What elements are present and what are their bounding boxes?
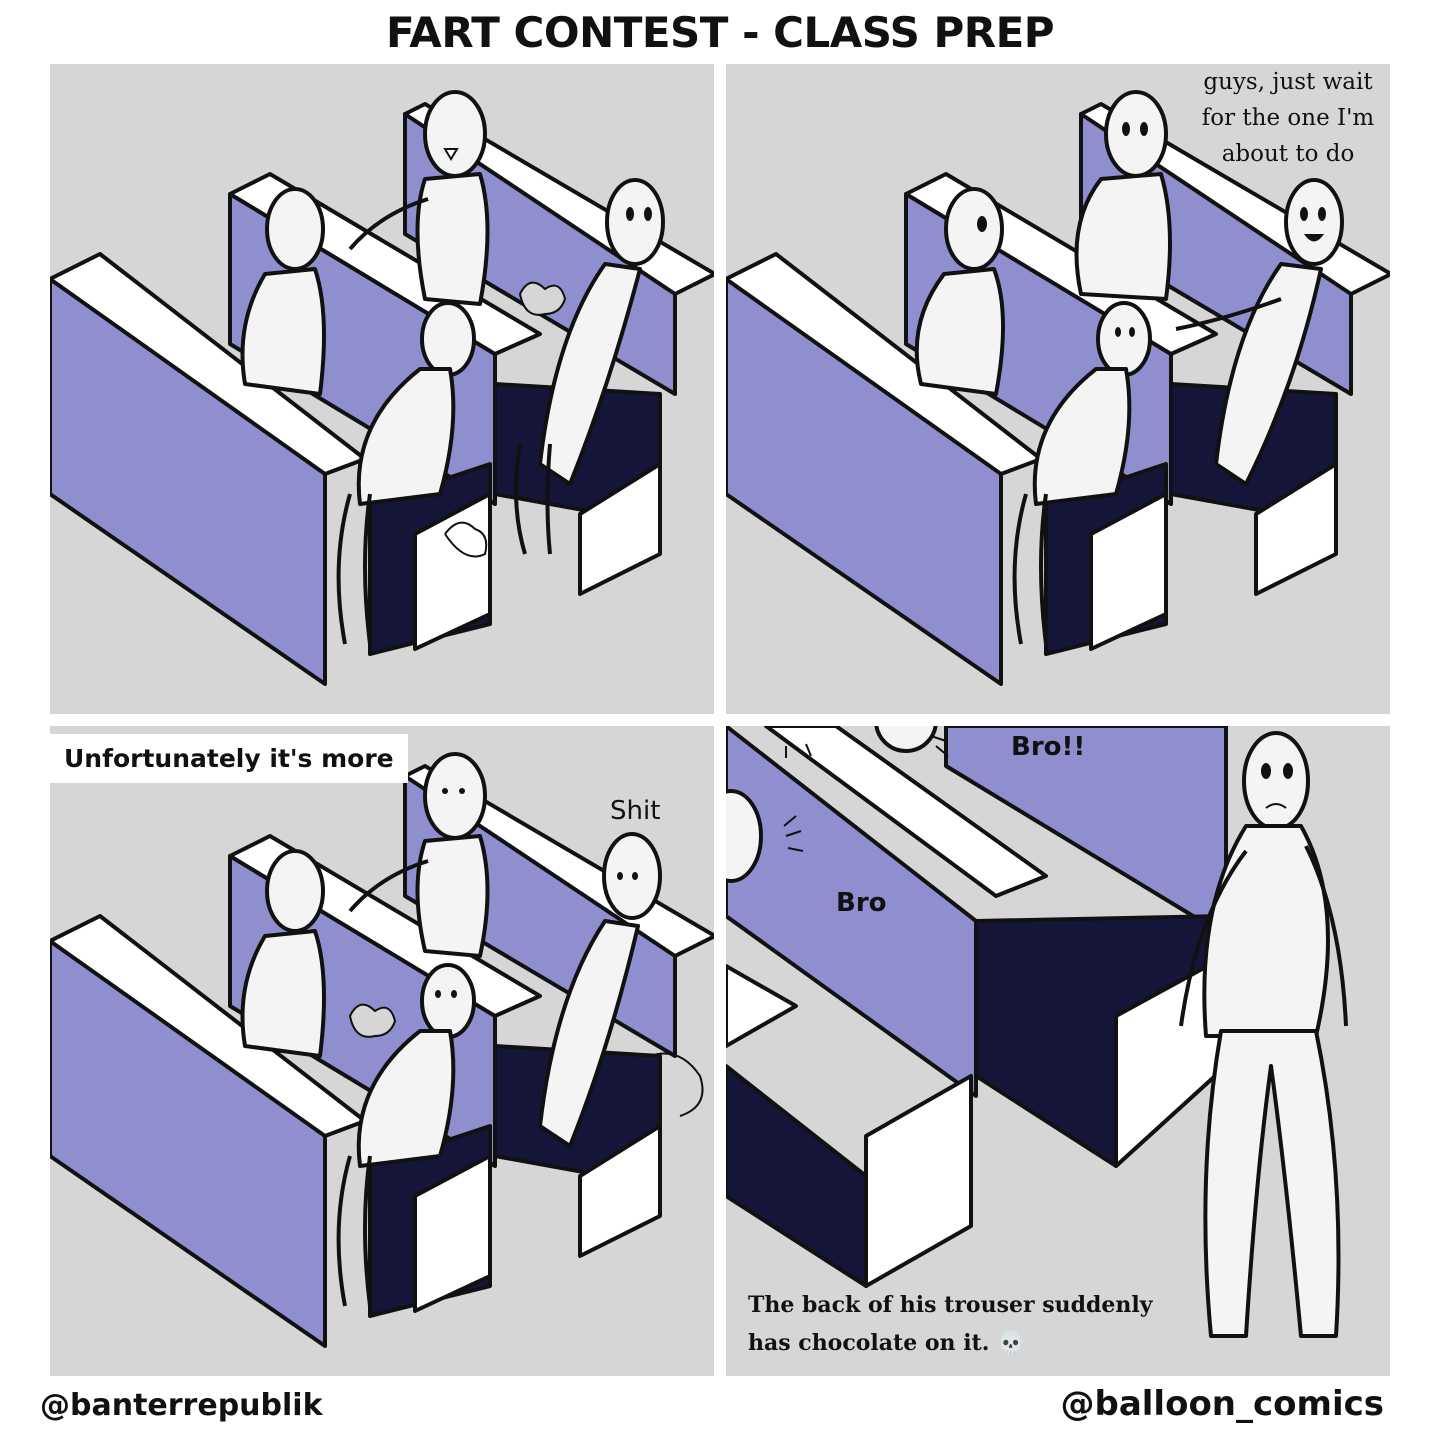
panel-1: [50, 64, 714, 714]
panel-4-illustration: [726, 726, 1348, 1338]
panel-2: guys, just wait for the one I'm about to…: [726, 64, 1390, 714]
panel-1-illustration: [50, 90, 714, 686]
comic-title: FART CONTEST - CLASS PREP: [385, 8, 1055, 57]
panel-3-speech: Shit: [610, 796, 661, 826]
panel-3-caption: Unfortunately it's more: [50, 734, 408, 783]
panel-4-caption-line1: The back of his trouser suddenly: [748, 1292, 1153, 1318]
panel-2-speech: guys, just wait for the one I'm about to…: [1201, 69, 1375, 167]
panel-4-speech-top: Bro!!: [1011, 732, 1086, 762]
panel-3: Unfortunately it's more Shit: [50, 726, 714, 1376]
panel-4: Bro!! Bro The back of his trouser sudden…: [726, 726, 1390, 1376]
panel-4-speech-left: Bro: [836, 888, 887, 918]
panel-4-caption-line2: has chocolate on it. 💀: [748, 1330, 1025, 1356]
panel-3-illustration: [50, 752, 714, 1348]
panel-2-illustration: [726, 90, 1390, 686]
credit-right: @balloon_comics: [1060, 1384, 1385, 1424]
credit-left: @banterrepublik: [40, 1388, 323, 1423]
